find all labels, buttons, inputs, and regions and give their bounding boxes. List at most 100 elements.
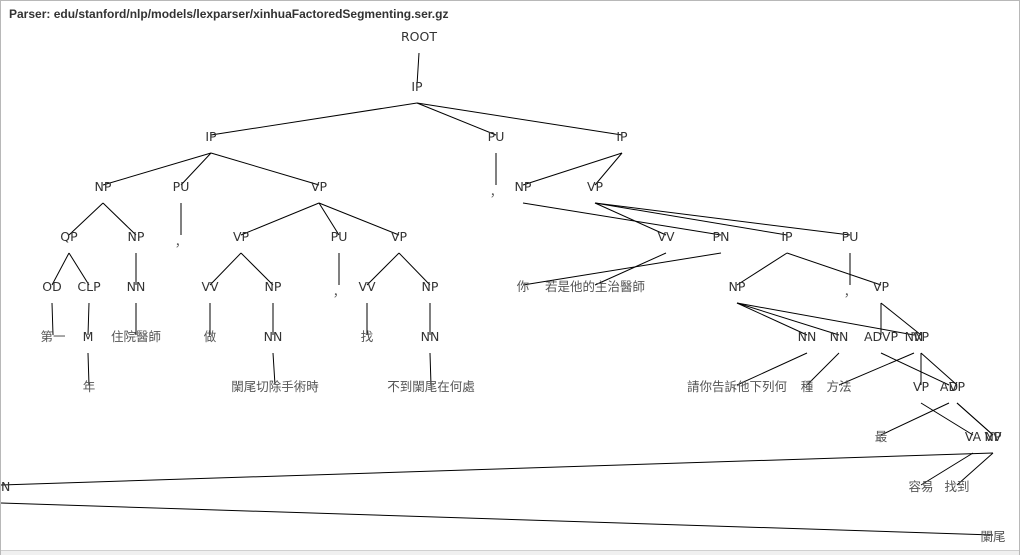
tree-leaf-word: 若是他的主治醫師 <box>545 279 645 294</box>
tree-edge <box>594 152 623 186</box>
tree-node-ip: IP <box>616 129 628 144</box>
tree-node-ip: IP <box>205 129 217 144</box>
tree-edge <box>736 252 788 286</box>
tree-node-vp: VP <box>233 229 250 244</box>
tree-edge <box>318 202 340 236</box>
tree-node-nn: NN <box>798 329 817 344</box>
tree-edge <box>522 202 722 236</box>
tree-node-np: NP <box>95 179 112 194</box>
tree-node-np: NP <box>128 229 145 244</box>
tree-edge <box>1 452 994 486</box>
tree-node-vp: VP <box>913 329 930 344</box>
tree-node-pu: PU <box>173 179 190 194</box>
tree-leaf-word: 闌尾切除手術時 <box>231 379 319 394</box>
tree-edge <box>594 252 667 286</box>
tree-node-vv: VV <box>358 279 376 294</box>
tree-edge <box>880 302 922 336</box>
tree-node-m: M <box>83 329 94 344</box>
tree-node-nn: NN <box>127 279 146 294</box>
tree-node-qp: QP <box>60 229 78 244</box>
tree-edge <box>736 302 840 336</box>
tree-edge <box>180 152 212 186</box>
tree-node-pu: PU <box>842 229 859 244</box>
tree-edge <box>594 202 788 236</box>
tree-leaf-word: 你 <box>517 279 530 294</box>
tree-node-ip: IP <box>411 79 423 94</box>
tree-edge <box>51 302 54 336</box>
tree-leaf-word: 找到 <box>944 479 969 494</box>
tree-leaf-word: 容易 <box>908 479 933 494</box>
tree-node-vv: VV <box>201 279 219 294</box>
tree-leaf-word: 住院醫師 <box>111 329 161 344</box>
tree-node-vv: VV <box>984 429 1002 444</box>
tree-node-ad: AD <box>940 379 958 394</box>
tree-node-np: NP <box>265 279 282 294</box>
tree-edge <box>210 152 320 186</box>
tree-node-od: OD <box>42 279 61 294</box>
tree-edge <box>1 502 994 536</box>
tree-node-advp: ADVP <box>864 329 899 344</box>
tree-edge <box>806 352 840 386</box>
tree-edge <box>318 202 400 236</box>
tree-leaf-word: 方法 <box>826 379 851 394</box>
tree-edge <box>68 202 104 236</box>
tree-edge <box>102 152 212 186</box>
tree-edge <box>786 252 882 286</box>
tree-leaf-word: 種 <box>801 379 814 394</box>
tree-edge <box>920 402 974 436</box>
tree-edge <box>87 302 90 336</box>
tree-node-np: NP <box>729 279 746 294</box>
tree-edge <box>838 352 915 386</box>
tree-node-nn: NN <box>264 329 283 344</box>
tree-edge <box>240 202 320 236</box>
tree-node-pn: PN <box>713 229 730 244</box>
tree-node-nn: NN <box>1 479 10 494</box>
tree-edge <box>920 452 974 486</box>
parser-label: Parser: edu/stanford/nlp/models/lexparse… <box>9 7 449 21</box>
tree-edge <box>272 352 276 386</box>
window-bottom-edge <box>1 550 1019 555</box>
tree-node-vp: VP <box>913 379 930 394</box>
tree-edge <box>102 202 137 236</box>
tree-edge <box>956 452 994 486</box>
tree-node-pu: PU <box>331 229 348 244</box>
tree-edge <box>522 252 722 286</box>
tree-edge <box>594 202 851 236</box>
tree-edge <box>416 52 420 86</box>
tree-edge <box>429 352 432 386</box>
tree-edge <box>594 202 667 236</box>
tree-edge <box>736 352 808 386</box>
tree-node-np: NP <box>985 429 1002 444</box>
tree-edge <box>210 102 418 136</box>
tree-leaf-word: ， <box>844 284 857 299</box>
tree-node-np: NP <box>515 179 532 194</box>
tree-edge <box>87 352 90 386</box>
tree-node-ip: IP <box>781 229 793 244</box>
tree-edge <box>956 402 994 436</box>
tree-leaf-word: 年 <box>83 379 96 394</box>
tree-edge <box>880 402 950 436</box>
tree-edge <box>522 152 623 186</box>
tree-edge <box>366 252 400 286</box>
tree-node-vp: VP <box>873 279 890 294</box>
tree-node-va: VA <box>965 429 982 444</box>
tree-edge <box>736 302 915 336</box>
tree-leaf-word: ， <box>175 234 188 249</box>
tree-edge <box>880 352 950 386</box>
tree-edge <box>51 252 70 286</box>
tree-edge <box>416 102 623 136</box>
tree-edge <box>416 102 497 136</box>
tree-edge <box>920 352 958 386</box>
tree-edge <box>240 252 274 286</box>
tree-edge <box>398 252 431 286</box>
tree-node-nn: NN <box>830 329 849 344</box>
tree-leaf-word: 做 <box>204 329 217 344</box>
tree-edge <box>68 252 90 286</box>
tree-node-vp: VP <box>311 179 328 194</box>
tree-leaf-word: 第一 <box>40 329 65 344</box>
tree-node-vv: VV <box>657 229 675 244</box>
tree-edge <box>209 252 242 286</box>
tree-leaf-word: 闌尾 <box>980 529 1005 544</box>
tree-leaf-word: 不到闌尾在何處 <box>387 379 475 394</box>
